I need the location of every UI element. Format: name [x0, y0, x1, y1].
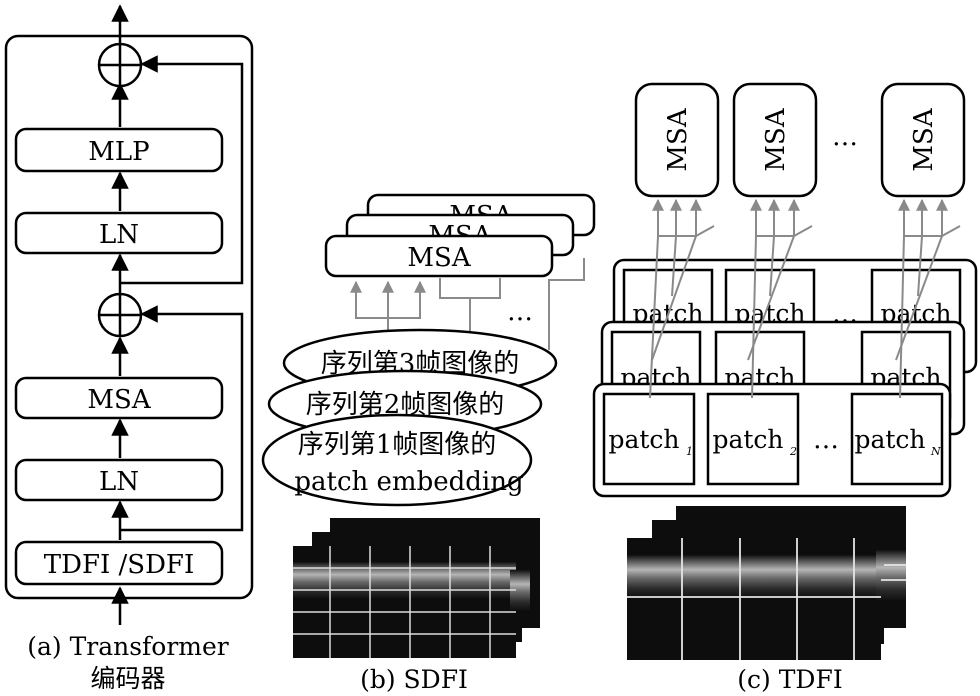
ellipsis-b: …	[507, 297, 533, 327]
residual-connection-1	[120, 305, 244, 532]
svg-text:MSA: MSA	[761, 107, 791, 171]
add-node-2	[97, 42, 143, 88]
patch-1	[602, 392, 696, 486]
svg-text:序列第1帧图像的: 序列第1帧图像的	[298, 430, 497, 460]
tdfi-connections	[649, 198, 961, 399]
msa-box-c-1	[634, 82, 720, 198]
patch-2	[706, 392, 800, 486]
tdfi-sdfi-label: TDFI /SDFI	[44, 550, 195, 580]
msa-box-b-front	[324, 234, 554, 278]
ln-label-1: LN	[99, 467, 139, 497]
sdfi-connections	[350, 258, 585, 365]
svg-text:…: …	[813, 425, 839, 455]
mlp-block	[14, 127, 224, 173]
msa-label-b: MSA	[407, 243, 471, 273]
msa-box-c-n	[880, 82, 966, 198]
svg-text:patch: patch	[854, 425, 925, 454]
msa-box-c-2	[732, 82, 818, 198]
svg-text:patch: patch	[712, 425, 783, 454]
caption-c: (c) TDFI	[737, 665, 842, 694]
embedding-frame-1	[261, 413, 533, 507]
svg-text:patch: patch	[608, 425, 679, 454]
ellipsis-c-msa: …	[832, 122, 858, 152]
tdfi-sdfi-block	[14, 540, 224, 586]
msa-label: MSA	[87, 385, 151, 415]
svg-text:2: 2	[789, 445, 797, 458]
svg-text:1: 1	[686, 445, 693, 458]
add-node-1	[97, 292, 143, 338]
svg-text:MSA: MSA	[909, 107, 939, 171]
ln-block-2	[14, 211, 224, 255]
patch-grid-c	[627, 538, 906, 660]
svg-text:MSA: MSA	[663, 107, 693, 171]
panel-b-sdfi: MSA MSA MSA … 序列第3帧图像的 序列第2帧图像的 序列第1帧图像的…	[261, 193, 596, 694]
mlp-label: MLP	[88, 137, 149, 167]
caption-a-line1: (a) Transformer	[27, 632, 229, 661]
oct-image-stack-b	[293, 518, 540, 658]
patch-grid-b	[293, 546, 516, 658]
caption-a-line2: 编码器	[90, 664, 165, 693]
msa-block	[14, 376, 224, 420]
svg-text:patch embedding: patch embedding	[294, 467, 523, 497]
panel-c-tdfi: MSA MSA … MSA patch patch … patch patch …	[592, 82, 978, 694]
patch-n	[850, 392, 944, 486]
ln-label-2: LN	[99, 220, 139, 250]
panel-a-transformer-encoder: TDFI /SDFI LN MSA LN MLP (a) Transformer…	[4, 4, 254, 693]
ln-block-1	[14, 458, 224, 502]
oct-image-stack-c	[627, 506, 906, 660]
caption-b: (b) SDFI	[360, 665, 468, 694]
residual-connection-2	[120, 55, 244, 285]
svg-text:N: N	[930, 445, 941, 458]
